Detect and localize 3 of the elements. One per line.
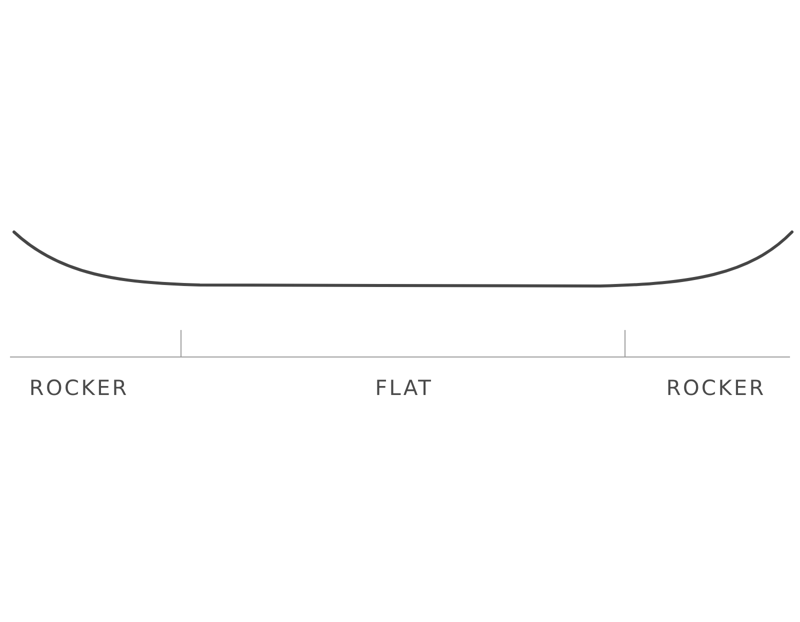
zone-label: FLAT [375, 375, 433, 402]
zone-label: ROCKER [29, 375, 129, 402]
zone-label: ROCKER [666, 375, 766, 402]
